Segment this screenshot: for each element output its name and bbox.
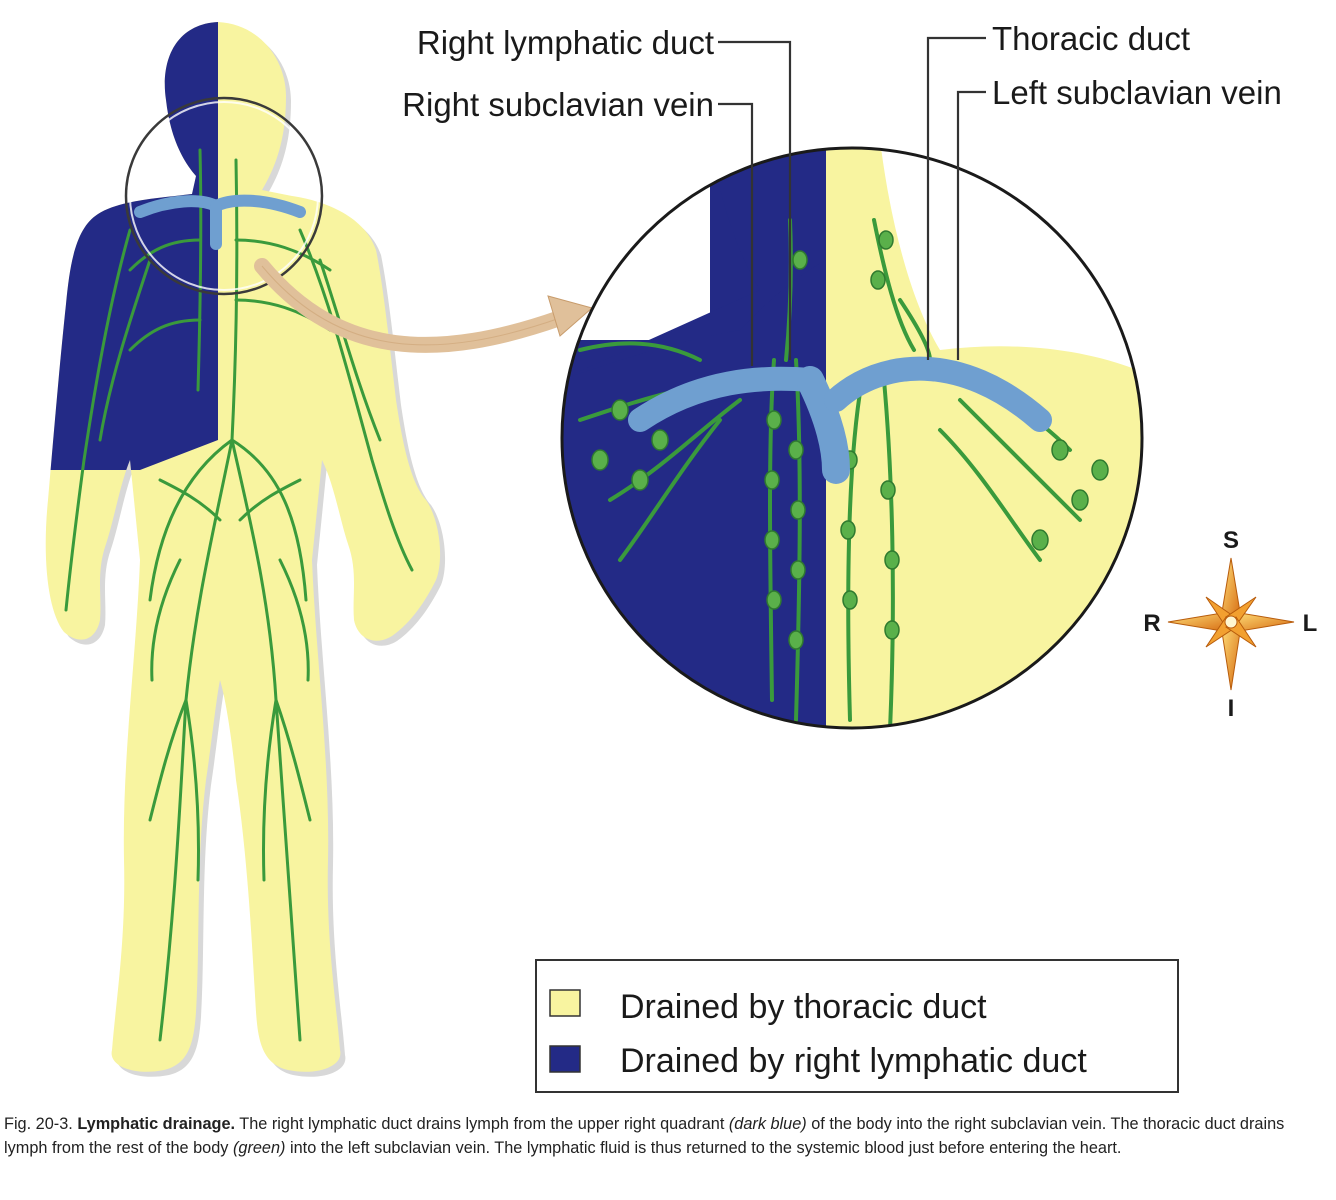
- compass-rose: S I R L: [1143, 527, 1317, 722]
- legend-swatch-right-lymphatic: [549, 1045, 581, 1073]
- label-thoracic-duct: Thoracic duct: [992, 20, 1190, 57]
- body-lymph-vessels: [64, 148, 414, 1042]
- caption-title: Lymphatic drainage.: [77, 1115, 236, 1133]
- compass-label-s: S: [1223, 527, 1239, 554]
- compass-label-r: R: [1143, 610, 1160, 637]
- legend-label-right-lymphatic: Drained by right lymphatic duct: [620, 1042, 1087, 1080]
- zoom-arrow: [254, 258, 594, 353]
- compass-label-i: I: [1228, 695, 1235, 722]
- yellow-drainage-region: [45, 22, 441, 1072]
- caption-text-2: of the body into the right subclavian ve…: [4, 1115, 1285, 1157]
- label-left-subclavian-vein: Left subclavian vein: [992, 74, 1282, 111]
- legend-swatch-thoracic: [549, 989, 581, 1017]
- compass-label-l: L: [1303, 610, 1318, 637]
- caption-text-3: into the left subclavian vein. The lymph…: [290, 1139, 1122, 1157]
- label-right-subclavian-vein: Right subclavian vein: [402, 86, 714, 123]
- label-right-lymphatic-duct: Right lymphatic duct: [417, 24, 714, 61]
- leader-lines: [718, 36, 986, 366]
- figure-caption: Fig. 20-3. Lymphatic drainage. The right…: [4, 1112, 1324, 1160]
- magnify-circle: [124, 96, 324, 296]
- body-figure: [45, 22, 446, 1077]
- caption-em-2: (green): [232, 1139, 286, 1157]
- legend: Drained by thoracic duct Drained by righ…: [535, 959, 1179, 1093]
- caption-em-1: (dark blue): [728, 1115, 807, 1133]
- legend-label-thoracic: Drained by thoracic duct: [620, 988, 987, 1026]
- caption-text-1: The right lymphatic duct drains lymph fr…: [239, 1115, 725, 1133]
- zoom-detail-circle: [560, 146, 1144, 730]
- caption-fig-number: Fig. 20-3.: [4, 1115, 73, 1133]
